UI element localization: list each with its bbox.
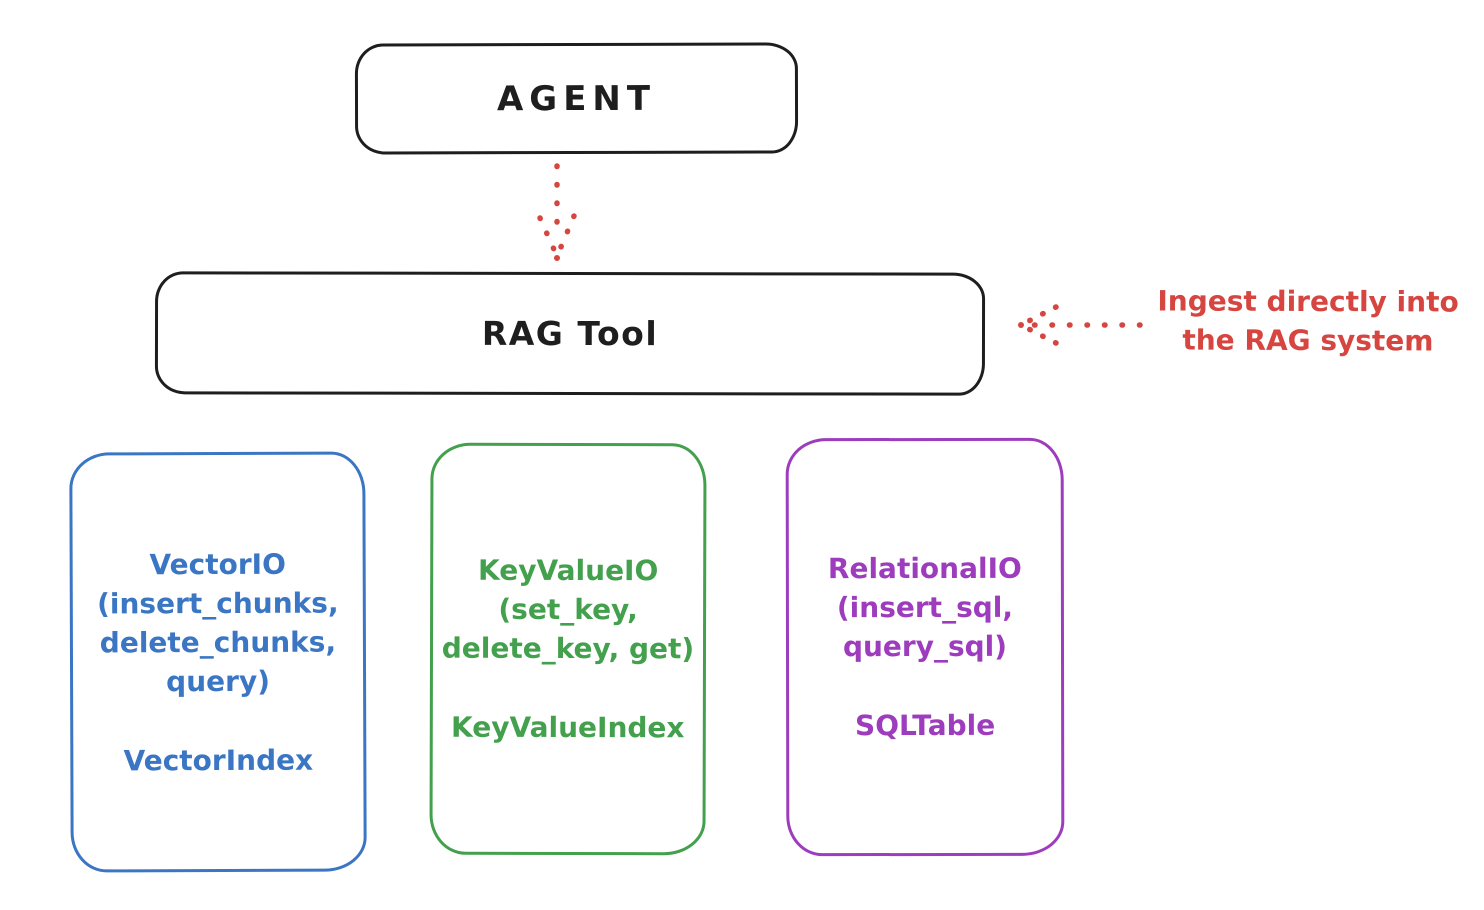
vector-io-methods-line1: (insert_chunks, bbox=[96, 586, 339, 620]
ingest-annotation-line1: Ingest directly into bbox=[1157, 284, 1459, 319]
dotted-down-arrow-icon bbox=[537, 163, 577, 261]
sql-table-label: SQLTable bbox=[854, 708, 996, 743]
vector-index-label: VectorIndex bbox=[123, 743, 314, 777]
ingest-annotation: Ingest directly into the RAG system bbox=[1138, 281, 1478, 360]
rag-tool-label: RAG Tool bbox=[481, 313, 659, 354]
keyvalue-io-methods-line1: (set_key, bbox=[498, 592, 638, 627]
vector-io-title: VectorIO bbox=[149, 547, 286, 581]
dotted-left-arrow-icon bbox=[1018, 304, 1143, 346]
relational-io-methods-line1: (insert_sql, bbox=[836, 590, 1014, 625]
relational-io-methods-line2: query_sql) bbox=[842, 629, 1008, 664]
rag-tool-node: RAG Tool bbox=[154, 271, 986, 396]
keyvalue-io-box: KeyValueIO (set_key, delete_key, get) Ke… bbox=[429, 442, 707, 856]
ingest-annotation-line2: the RAG system bbox=[1182, 323, 1434, 358]
agent-label: AGENT bbox=[496, 78, 657, 119]
relational-io-box: RelationalIO (insert_sql, query_sql) SQL… bbox=[785, 437, 1065, 857]
keyvalue-io-title: KeyValueIO bbox=[478, 553, 659, 588]
relational-io-title: RelationalIO bbox=[827, 551, 1022, 586]
vector-io-methods-line3: query) bbox=[166, 664, 271, 698]
keyvalue-index-label: KeyValueIndex bbox=[451, 710, 685, 745]
vector-io-box: VectorIO (insert_chunks, delete_chunks, … bbox=[69, 451, 367, 873]
vector-io-methods-line2: delete_chunks, bbox=[99, 625, 337, 659]
keyvalue-io-methods-line2: delete_key, get) bbox=[441, 631, 695, 666]
agent-node: AGENT bbox=[354, 42, 799, 155]
